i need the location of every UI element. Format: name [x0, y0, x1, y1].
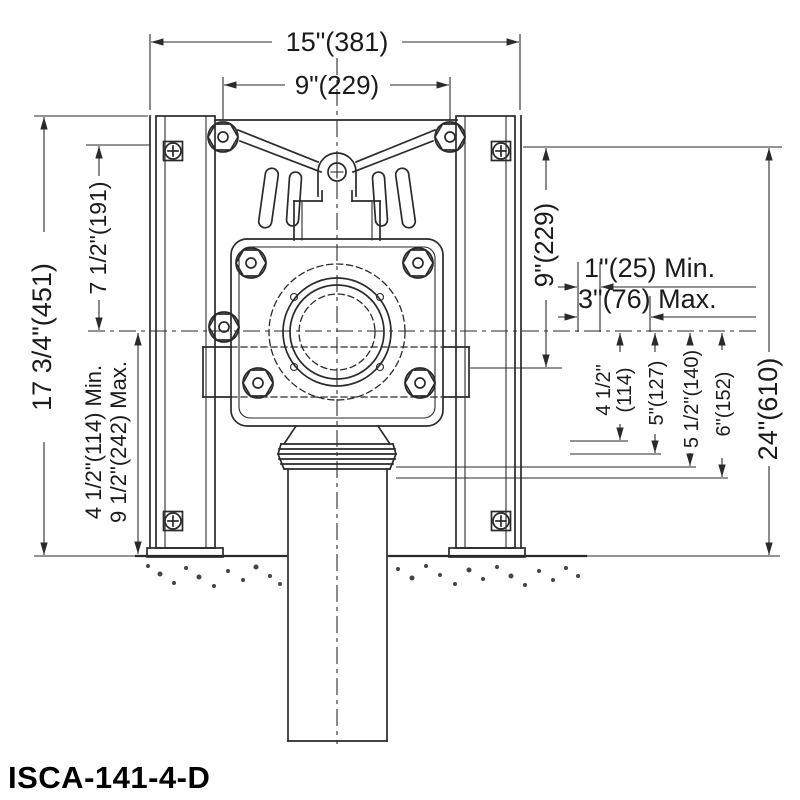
dim-top-to-centerline: [86, 144, 150, 330]
cross-channel: [202, 346, 470, 398]
label-right-height: 9"(229): [529, 203, 559, 287]
dim-overall-height: [34, 115, 148, 557]
label-depth-c: 5 1/2"(140): [681, 350, 703, 448]
outlet-circles: [268, 263, 406, 401]
upper-bracket: [207, 119, 466, 241]
label-outlet-min: 4 1/2"(114) Min.: [81, 365, 106, 519]
model-number: ISCA-141-4-D: [8, 760, 210, 795]
dim-depth-c: [396, 333, 696, 468]
carrier-frame: [146, 115, 526, 742]
dim-wall-min: [558, 262, 756, 332]
label-bolt-width: 9"(229): [295, 70, 379, 100]
label-outlet-max: 9 1/2"(242) Max.: [106, 361, 131, 523]
face-plate: [208, 238, 444, 427]
centerlines: [88, 58, 758, 744]
label-overall-width: 15"(381): [286, 27, 389, 57]
floor-line: [134, 554, 588, 588]
label-floor-to-top: 24"(610): [753, 358, 783, 461]
dim-right-height: [470, 146, 782, 369]
dim-floor-to-top: [586, 148, 780, 557]
right-rail: [448, 115, 526, 558]
label-overall-height: 17 3/4"(451): [27, 263, 57, 411]
dim-overall-width: [149, 34, 521, 110]
label-depth-d: 6"(152): [713, 372, 735, 437]
dim-depth-b: [570, 333, 661, 455]
label-wall-max: 3"(76) Max.: [578, 284, 717, 314]
label-top-to-centerline: 7 1/2"(191): [85, 181, 111, 294]
label-depth-b: 5"(127): [646, 361, 668, 426]
label-depth-a1: 4 1/2": [593, 364, 615, 416]
dim-depth-d: [396, 333, 728, 479]
label-wall-min: 1"(25) Min.: [584, 253, 715, 283]
dim-bolt-width: [222, 77, 451, 120]
outlet-threads: [277, 424, 397, 471]
dimension-labels: 15"(381) 9"(229) 17 3/4"(451) 7 1/2"(191…: [8, 27, 783, 795]
floor-speckle: [146, 564, 580, 588]
dim-depth-a: [570, 333, 628, 442]
drain-pipe: [287, 468, 388, 742]
left-rail: [146, 115, 224, 558]
label-depth-a2: (114): [614, 367, 636, 412]
dim-wall-max: [558, 296, 756, 332]
